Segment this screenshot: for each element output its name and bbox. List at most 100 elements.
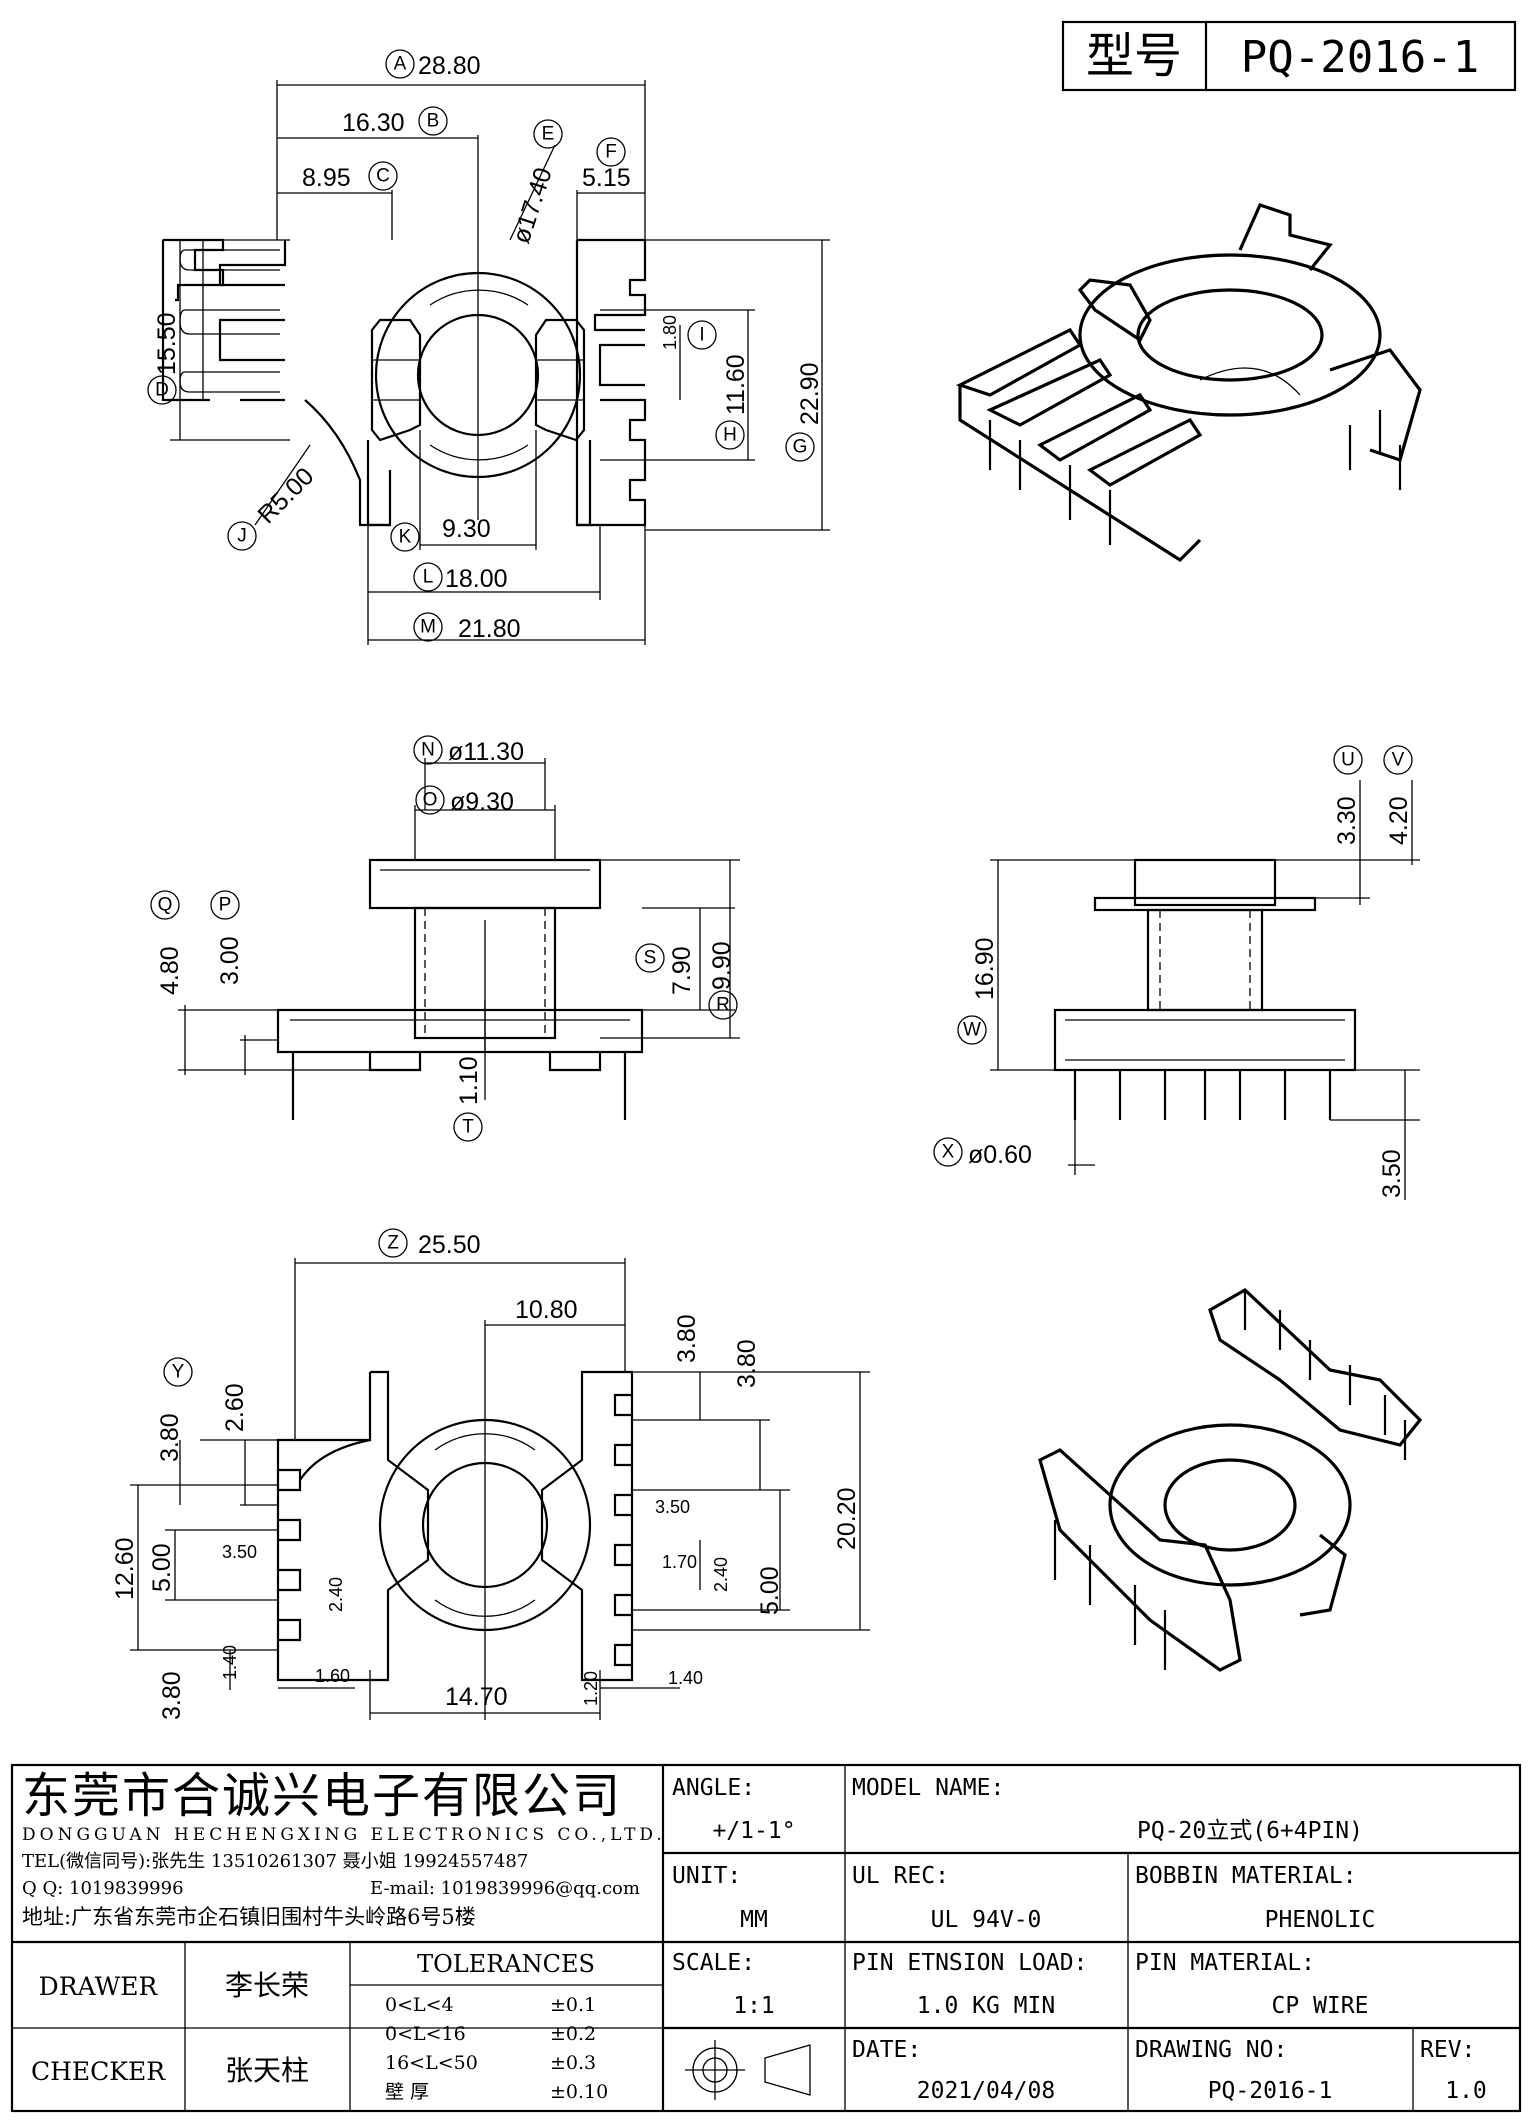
rev-value: 1.0: [1445, 2078, 1487, 2104]
isometric-view-bottom: [1038, 1288, 1423, 1672]
pin-material-label: PIN MATERIAL:: [1135, 1950, 1315, 1976]
company-name-en: DONGGUAN HECHENGXING ELECTRONICS CO.,LTD…: [22, 1825, 666, 1845]
front-view: U 3.30 V 4.20 16.90 W X ø0.60 3.50: [933, 745, 1420, 1200]
dim-b2: 3.80: [673, 1314, 701, 1363]
bobbin-value: PHENOLIC: [1265, 1907, 1376, 1933]
dim-z: 25.50: [418, 1231, 481, 1259]
svg-text:M: M: [420, 617, 436, 638]
ul-label: UL REC:: [852, 1863, 949, 1889]
company-qq: Q Q: 1019839996: [22, 1878, 184, 1899]
svg-text:T: T: [462, 1117, 474, 1138]
dim-h: 11.60: [722, 354, 750, 415]
dim-b9: 3.80: [156, 1413, 184, 1462]
bobbin-label: BOBBIN MATERIAL:: [1135, 1863, 1357, 1889]
svg-text:W: W: [963, 1020, 981, 1041]
svg-text:R: R: [716, 995, 730, 1016]
title-box: 型号 PQ-2016-1: [1061, 20, 1517, 92]
tol-range-0: 0<L<4: [385, 1994, 454, 2016]
svg-text:I: I: [699, 325, 704, 346]
dim-c: 8.95: [302, 164, 351, 192]
angle-value: +/1-1°: [712, 1818, 795, 1844]
drawer-value: 李长荣: [225, 1969, 309, 2002]
dim-u: 3.30: [1333, 796, 1361, 845]
tol-value-1: ±0.2: [550, 2023, 596, 2045]
svg-text:P: P: [219, 895, 232, 916]
svg-text:V: V: [1392, 750, 1405, 771]
tol-value-3: ±0.10: [550, 2081, 608, 2103]
svg-text:S: S: [644, 948, 657, 969]
bottom-view: Z 25.50 10.80 3.80 3.80 20.20 3.50 1.70 …: [111, 1228, 870, 1720]
dim-n: ø11.30: [448, 738, 524, 766]
angle-label: ANGLE:: [672, 1775, 755, 1801]
dim-b4: 20.20: [833, 1487, 861, 1550]
dim-s: 7.90: [668, 946, 696, 995]
dim-x: ø0.60: [968, 1141, 1032, 1169]
date-value: 2021/04/08: [917, 2078, 1055, 2104]
dim-b6: 1.70: [662, 1552, 697, 1572]
dim-b18: 14.70: [445, 1683, 508, 1711]
dim-b14: 2.40: [326, 1577, 346, 1612]
dim-b19: 1.20: [581, 1671, 601, 1706]
svg-text:Y: Y: [172, 1362, 185, 1383]
pin-load-label: PIN ETNSION LOAD:: [852, 1950, 1087, 1976]
title-block: 东莞市合诚兴电子有限公司 DONGGUAN HECHENGXING ELECTR…: [10, 1763, 1522, 2113]
dim-b17: 1.60: [315, 1666, 350, 1686]
title-box-label: 型号: [1086, 28, 1182, 84]
tol-range-3: 壁 厚: [385, 2081, 429, 2103]
unit-value: MM: [740, 1907, 768, 1933]
svg-text:U: U: [1341, 750, 1355, 771]
dim-p: 3.00: [216, 936, 244, 985]
dim-b13: 3.50: [222, 1542, 257, 1562]
svg-text:N: N: [421, 740, 435, 761]
svg-text:A: A: [394, 54, 407, 75]
date-label: DATE:: [852, 2037, 921, 2063]
dim-b8: 5.00: [756, 1566, 784, 1615]
dim-i: 1.80: [660, 315, 680, 350]
svg-text:F: F: [605, 142, 617, 163]
tol-value-0: ±0.1: [550, 1994, 596, 2016]
svg-text:G: G: [793, 437, 808, 458]
dim-b: 16.30: [342, 109, 405, 137]
dim-q: 4.80: [156, 946, 184, 995]
svg-text:X: X: [942, 1142, 955, 1163]
svg-text:C: C: [376, 166, 390, 187]
svg-text:Q: Q: [158, 895, 173, 916]
svg-text:J: J: [237, 526, 247, 547]
dim-b11: 12.60: [111, 1537, 139, 1600]
svg-text:D: D: [155, 380, 169, 401]
dim-a: 28.80: [418, 52, 481, 80]
dim-v: 4.20: [1385, 796, 1413, 845]
svg-text:O: O: [423, 790, 438, 811]
ul-value: UL 94V-0: [931, 1907, 1042, 1933]
svg-text:K: K: [399, 527, 412, 548]
top-view: A 28.80 16.30 B 8.95 C 15.50 D ø17.40 E …: [147, 49, 830, 645]
dim-m: 21.80: [458, 615, 521, 643]
dim-b7: 2.40: [711, 1557, 731, 1592]
dim-b20: 1.40: [668, 1668, 703, 1688]
dim-b5: 3.50: [655, 1497, 690, 1517]
scale-value: 1:1: [733, 1993, 775, 2019]
dim-t: 1.10: [455, 1056, 483, 1105]
dim-b16: 3.80: [158, 1671, 186, 1720]
unit-label: UNIT:: [672, 1863, 741, 1889]
svg-text:Z: Z: [387, 1233, 399, 1254]
tolerances-title: TOLERANCES: [417, 1950, 595, 1978]
model-value: PQ-20立式(6+4PIN): [1137, 1818, 1363, 1844]
dim-j: R5.00: [252, 462, 319, 529]
tol-range-1: 0<L<16: [385, 2023, 466, 2045]
dim-o: ø9.30: [450, 788, 514, 816]
svg-text:L: L: [423, 567, 434, 588]
company-email: E-mail: 1019839996@qq.com: [370, 1878, 640, 1899]
checker-label: CHECKER: [31, 2057, 166, 2086]
company-address: 地址:广东省东莞市企石镇旧围村牛头岭路6号5楼: [22, 1905, 476, 1929]
dim-r: 9.90: [708, 941, 736, 990]
svg-text:E: E: [542, 124, 555, 145]
projection-symbol: [685, 2040, 811, 2100]
dim-b1: 10.80: [515, 1296, 578, 1324]
dim-e: ø17.40: [507, 164, 558, 247]
tol-range-2: 16<L<50: [385, 2052, 478, 2074]
dim-l: 18.00: [445, 565, 508, 593]
dim-b15: 1.40: [220, 1645, 240, 1680]
dim-b10: 2.60: [221, 1383, 249, 1432]
